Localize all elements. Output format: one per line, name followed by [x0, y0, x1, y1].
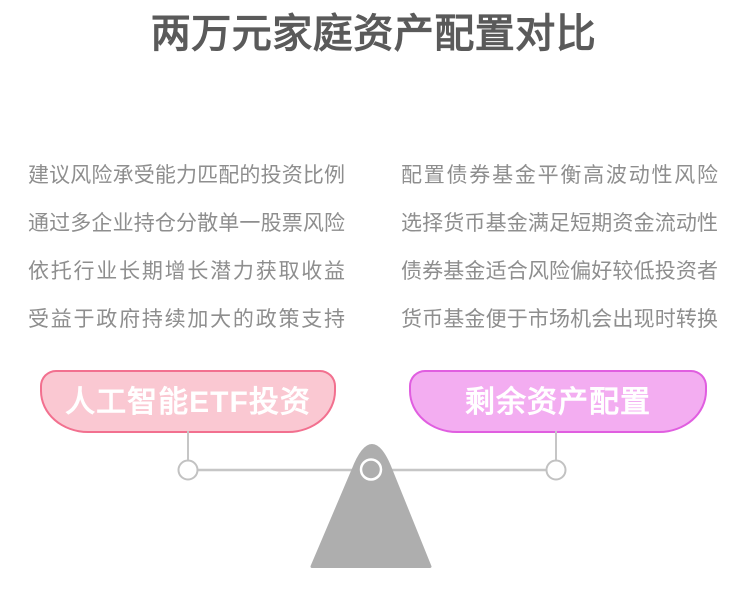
page-title: 两万元家庭资产配置对比 [150, 12, 597, 56]
balance-scale-graphic [177, 431, 567, 568]
right-scale-pan: 剩余资产配置 [409, 370, 707, 433]
left-point-1: 建议风险承受能力匹配的投资比例 [28, 164, 345, 187]
right-beam-joint [545, 459, 567, 481]
right-points-list: 配置债券基金平衡高波动性风险 选择货币基金满足短期资金流动性 债券基金适合风险偏… [401, 152, 718, 344]
left-point-3: 依托行业长期增长潜力获取收益 [28, 260, 345, 283]
right-point-4: 货币基金便于市场机会出现时转换 [401, 308, 718, 331]
right-point-2: 选择货币基金满足短期资金流动性 [401, 212, 718, 235]
right-point-3: 债券基金适合风险偏好较低投资者 [401, 260, 718, 283]
left-point-4: 受益于政府持续加大的政策支持 [28, 308, 345, 331]
left-beam-joint [177, 459, 199, 481]
left-points-list: 建议风险承受能力匹配的投资比例 通过多企业持仓分散单一股票风险 依托行业长期增长… [28, 152, 345, 344]
right-pan-label: 剩余资产配置 [465, 385, 651, 419]
fulcrum-pivot-ring [359, 458, 383, 481]
fulcrum-triangle [310, 444, 432, 568]
left-pan-label: 人工智能ETF投资 [65, 385, 311, 419]
right-point-1: 配置债券基金平衡高波动性风险 [401, 164, 718, 187]
left-point-2: 通过多企业持仓分散单一股票风险 [28, 212, 345, 235]
left-scale-pan: 人工智能ETF投资 [40, 370, 336, 433]
